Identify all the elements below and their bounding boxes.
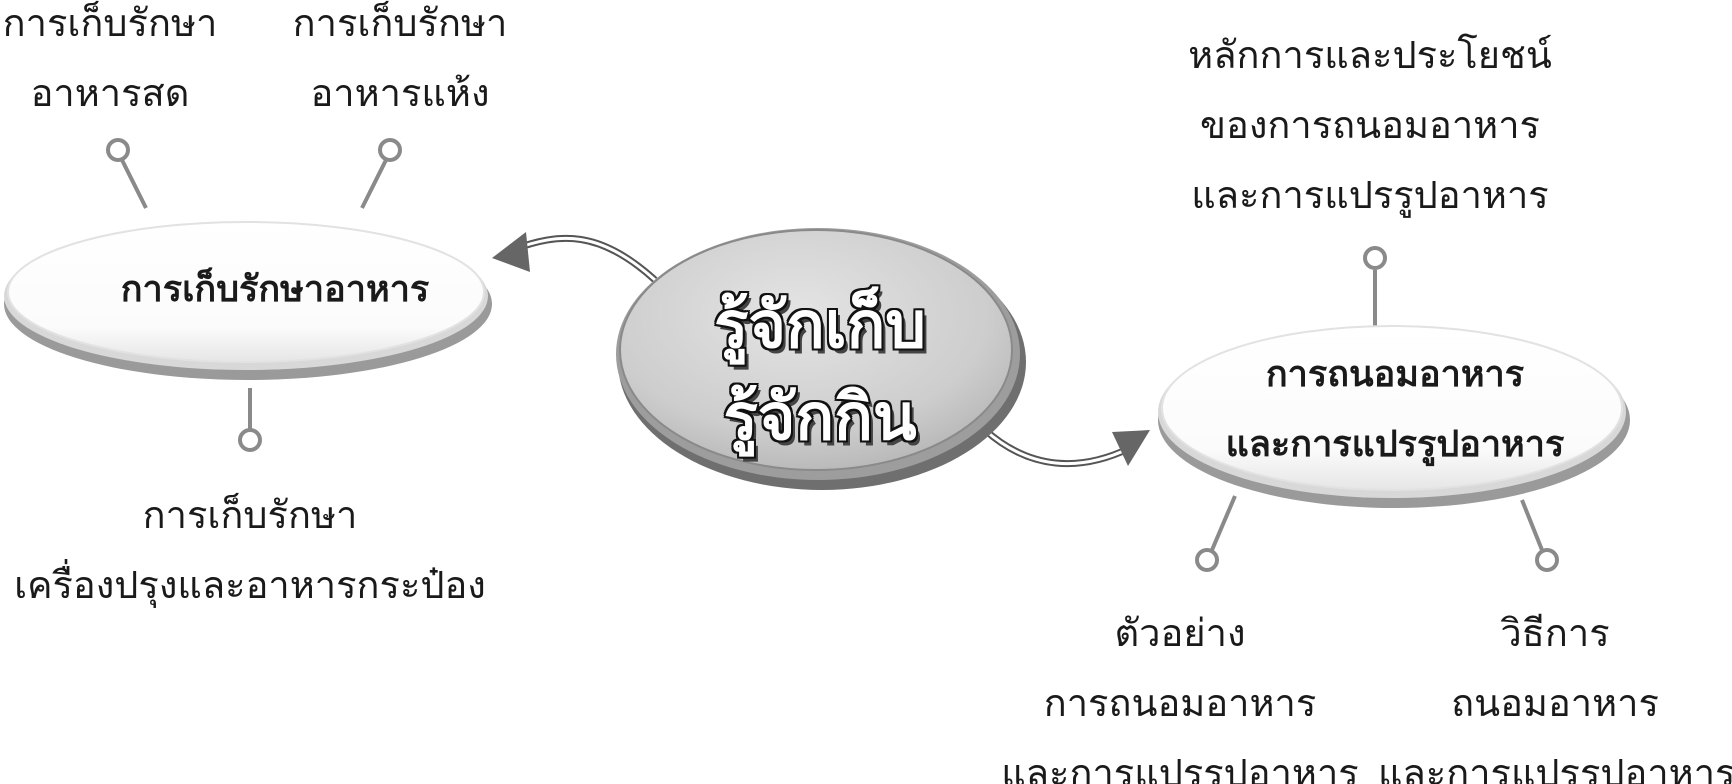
left-leaf-3-dot — [238, 428, 262, 452]
right-leaf-principles-benefits: หลักการและประโยชน์ ของการถนอมอาหาร และกา… — [1180, 20, 1560, 230]
left-leaf-1-line-1: การเก็บรักษา — [2, 1, 218, 45]
left-leaf-2-line-1: การเก็บรักษา — [292, 1, 508, 45]
right-leaf-examples: ตัวอย่าง การถนอมอาหาร และการแปรรูปอาหาร — [1000, 598, 1360, 784]
left-topic-node — [4, 221, 492, 380]
connector-center-to-left — [492, 232, 658, 283]
right-leaf-methods: วิธีการ ถนอมอาหาร และการแปรรูปอาหาร — [1378, 598, 1732, 784]
left-leaf-1-dot — [106, 138, 130, 162]
arrowhead-right — [1112, 430, 1150, 466]
center-title-line-1: รู้จักเก็บ — [714, 289, 926, 363]
right-leaf-1-dot — [1363, 246, 1387, 270]
right-leaf-2-connector — [1210, 495, 1237, 551]
left-leaf-3-line-2: เครื่องปรุงและอาหารกระป๋อง — [14, 563, 486, 607]
connector-center-to-right — [982, 427, 1150, 467]
right-leaf-1-line-1: หลักการและประโยชน์ — [1188, 33, 1552, 77]
left-leaf-fresh-food: การเก็บรักษา อาหารสด — [0, 0, 230, 128]
left-leaf-condiments-canned: การเก็บรักษา เครื่องปรุงและอาหารกระป๋อง — [0, 480, 500, 620]
right-leaf-2-line-1: ตัวอย่าง — [1114, 611, 1246, 655]
left-leaf-1-line-2: อาหารสด — [30, 71, 190, 115]
right-leaf-3-line-2: ถนอมอาหาร — [1451, 681, 1659, 725]
right-leaf-3-connector — [1520, 499, 1544, 551]
left-leaf-2-connector — [360, 159, 388, 209]
right-topic-node — [1158, 325, 1630, 508]
arrowhead-left — [492, 232, 530, 272]
right-leaf-3-line-3: และการแปรรูปอาหาร — [1378, 751, 1732, 784]
left-leaf-2-line-2: อาหารแห้ง — [310, 71, 490, 115]
right-leaf-2-line-2: การถนอมอาหาร — [1043, 681, 1317, 725]
right-topic-title: การถนอมอาหาร และการแปรรูปอาหาร — [1155, 340, 1635, 480]
left-leaf-dry-food: การเก็บรักษา อาหารแห้ง — [280, 0, 520, 128]
right-leaf-3-line-1: วิธีการ — [1500, 611, 1610, 655]
center-title-line-2: รู้จักกิน — [723, 381, 917, 455]
right-topic-title-line-2: และการแปรรูปอาหาร — [1225, 424, 1565, 465]
right-leaf-2-line-3: และการแปรรูปอาหาร — [1001, 751, 1359, 784]
right-leaf-2-dot — [1195, 548, 1219, 572]
center-node — [616, 228, 1026, 490]
left-leaf-3-line-1: การเก็บรักษา — [142, 493, 358, 537]
left-leaf-2-dot — [378, 138, 402, 162]
left-topic-title: การเก็บรักษาอาหาร — [40, 255, 510, 325]
right-leaf-3-dot — [1535, 548, 1559, 572]
right-leaf-1-line-3: และการแปรรูปอาหาร — [1191, 173, 1549, 217]
right-leaf-1-line-2: ของการถนอมอาหาร — [1200, 103, 1540, 147]
left-topic-title-text: การเก็บรักษาอาหาร — [120, 269, 430, 310]
right-topic-title-line-1: การถนอมอาหาร — [1265, 354, 1525, 395]
center-title: รู้จักเก็บ รู้จักกิน — [615, 280, 1025, 464]
left-leaf-1-connector — [120, 159, 148, 209]
